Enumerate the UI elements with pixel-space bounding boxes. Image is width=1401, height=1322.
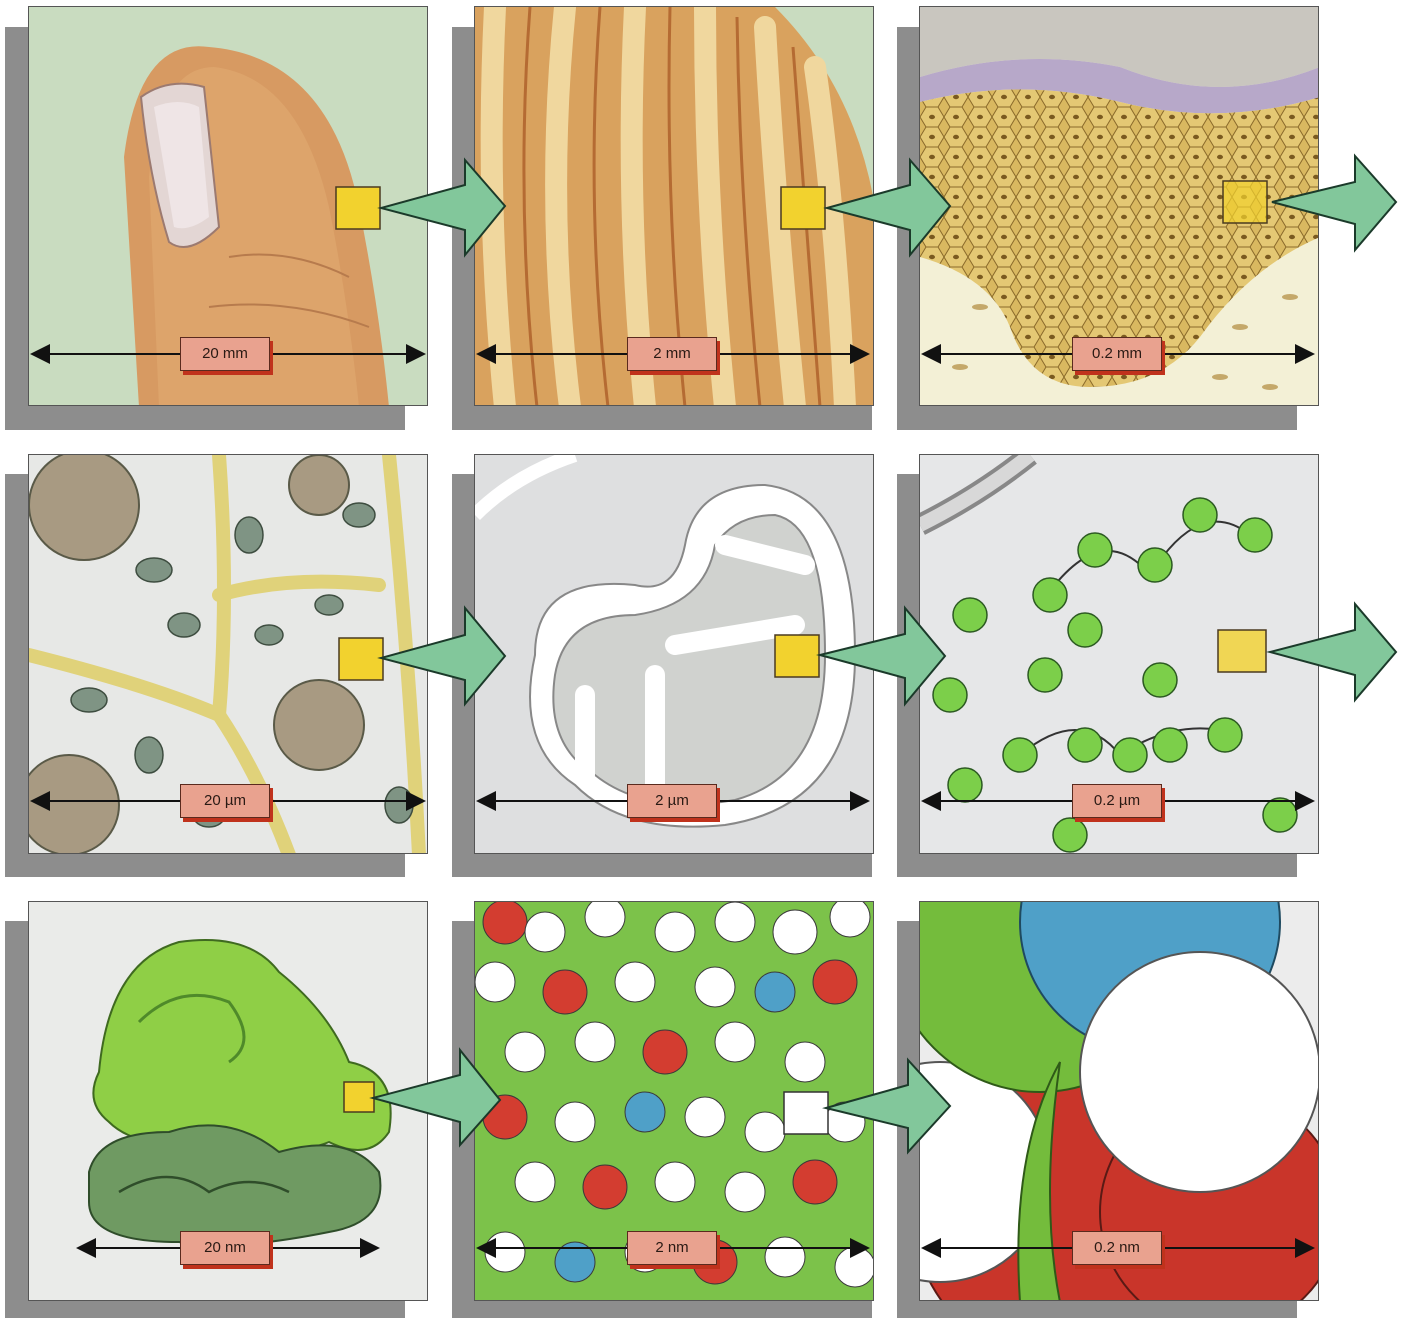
scale-label: 0.2 nm [1072, 1231, 1162, 1265]
scale-label: 20 µm [180, 784, 270, 818]
scale-label: 2 µm [627, 784, 717, 818]
scale-label: 20 mm [180, 337, 270, 371]
scale-label: 2 nm [627, 1231, 717, 1265]
scale-label: 0.2 mm [1072, 337, 1162, 371]
scale-label: 2 mm [627, 337, 717, 371]
scale-label: 0.2 µm [1072, 784, 1162, 818]
scale-label: 20 nm [180, 1231, 270, 1265]
